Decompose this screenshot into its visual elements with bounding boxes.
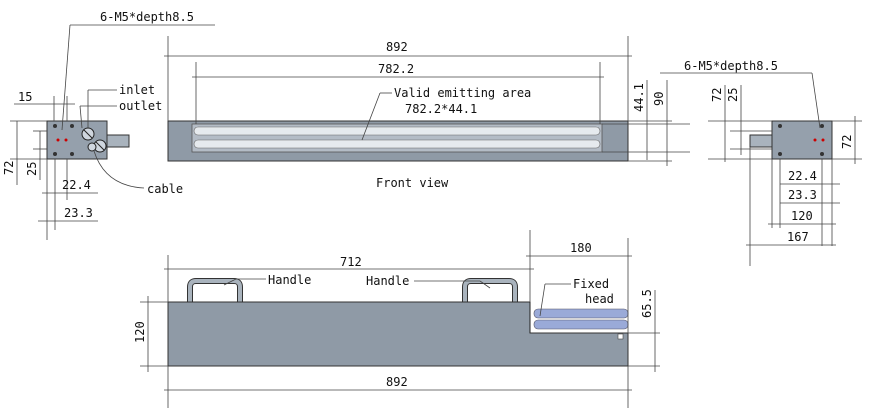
screw-hole xyxy=(820,124,824,128)
inlet-label: inlet xyxy=(119,83,155,97)
dim-22-4-right: 22.4 xyxy=(788,169,817,183)
fixed-head-label-1: Fixed xyxy=(573,277,609,291)
right-thread-note: 6-M5*depth8.5 xyxy=(684,59,778,73)
dim-72: 72 xyxy=(2,161,16,175)
dim-25-right: 25 xyxy=(726,88,740,102)
screw-hole xyxy=(820,152,824,156)
handle-label-2: Handle xyxy=(366,274,409,288)
cable-gland-icon xyxy=(87,142,97,152)
cable-label: cable xyxy=(147,182,183,196)
dim-25: 25 xyxy=(25,162,39,176)
left-cable-stub xyxy=(106,134,130,148)
dim-782-2: 782.2 xyxy=(378,62,414,76)
dim-15: 15 xyxy=(18,90,32,104)
side-view: 712 180 Handle Handle Fixed head 120 65.… xyxy=(133,230,660,408)
connector-icon xyxy=(617,333,624,340)
dim-892-side: 892 xyxy=(386,375,408,389)
screw-hole xyxy=(778,152,782,156)
dim-712: 712 xyxy=(340,255,362,269)
valid-area-value: 782.2*44.1 xyxy=(405,102,477,116)
screw-hole xyxy=(70,152,74,156)
screw-hole xyxy=(70,124,74,128)
screw-hole xyxy=(53,124,57,128)
dim-22-4: 22.4 xyxy=(62,178,91,192)
fixed-head-label-2: head xyxy=(585,292,614,306)
fixed-head-lamp xyxy=(533,308,629,319)
screw-hole xyxy=(778,124,782,128)
left-end-view: 6-M5*depth8.5 inlet outlet cable 15 72 2… xyxy=(2,10,215,240)
dim-23-3: 23.3 xyxy=(64,206,93,220)
handle-label-1: Handle xyxy=(268,273,311,287)
dim-65-5: 65.5 xyxy=(640,289,654,318)
dim-72-right-b: 72 xyxy=(840,135,854,149)
screw-hole xyxy=(53,152,57,156)
red-marker xyxy=(813,138,817,142)
dim-44-1: 44.1 xyxy=(632,83,646,112)
left-thread-note: 6-M5*depth8.5 xyxy=(100,10,194,24)
handle-2 xyxy=(462,278,518,302)
front-view: 892 782.2 Valid emitting area 782.2*44.1… xyxy=(164,36,690,190)
red-marker xyxy=(64,138,68,142)
right-end-view: 6-M5*depth8.5 72 25 72 22.4 23.3 120 167 xyxy=(660,59,862,266)
handle-1 xyxy=(187,278,243,302)
valid-area-label: Valid emitting area xyxy=(394,86,531,100)
dim-72-right-a: 72 xyxy=(710,88,724,102)
lamp-tube xyxy=(193,126,601,136)
dim-120-right: 120 xyxy=(791,209,813,223)
dim-167: 167 xyxy=(787,230,809,244)
dim-90: 90 xyxy=(652,92,666,106)
lamp-tube xyxy=(193,139,601,149)
fixed-head-lamp xyxy=(533,319,629,330)
dim-120-side: 120 xyxy=(133,321,147,343)
dim-892-front: 892 xyxy=(386,40,408,54)
red-marker xyxy=(56,138,60,142)
outlet-label: outlet xyxy=(119,99,162,113)
right-cable-stub xyxy=(749,134,773,148)
dim-180: 180 xyxy=(570,241,592,255)
red-marker xyxy=(821,138,825,142)
dim-23-3-right: 23.3 xyxy=(788,188,817,202)
front-view-caption: Front view xyxy=(376,176,449,190)
